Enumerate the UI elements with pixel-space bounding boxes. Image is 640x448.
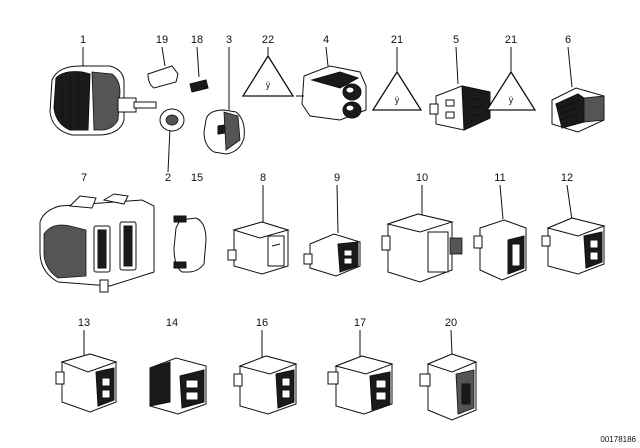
- part-6-switch: [551, 87, 605, 133]
- callout-15: 15: [191, 172, 203, 184]
- part-14-switch: [149, 357, 207, 415]
- callout-3: 3: [226, 34, 232, 46]
- callout-4: 4: [323, 34, 329, 46]
- callout-10: 10: [416, 172, 428, 184]
- svg-text:ÿ: ÿ: [266, 80, 271, 90]
- part-21b-hazard-symbol: ÿ: [485, 70, 537, 111]
- callout-18: 18: [191, 34, 203, 46]
- callout-22: 22: [262, 34, 274, 46]
- part-17-switch: [327, 355, 394, 415]
- callout-19: 19: [156, 34, 168, 46]
- part-2-nut: [159, 108, 185, 132]
- part-12-switch: [541, 217, 606, 275]
- part-1-rotary-switch: [49, 65, 157, 136]
- part-22-hazard-symbol: ÿ: [241, 54, 295, 97]
- callout-17: 17: [354, 317, 366, 329]
- part-8-switch: [227, 221, 290, 275]
- part-3-knob: [203, 109, 245, 155]
- part-15-cover: [173, 215, 207, 273]
- part-18-bulb-holder: [189, 79, 209, 93]
- callout-7: 7: [81, 172, 87, 184]
- callout-1: 1: [80, 34, 86, 46]
- callout-5: 5: [453, 34, 459, 46]
- part-13-switch: [55, 353, 118, 413]
- part-16-switch: [233, 355, 298, 415]
- leader-lines: [82, 46, 573, 358]
- part-20-switch: [419, 353, 478, 421]
- svg-text:ÿ: ÿ: [395, 95, 400, 105]
- callout-21a: 21: [391, 34, 403, 46]
- part-5-switch: [429, 85, 491, 131]
- callout-9: 9: [334, 172, 340, 184]
- callout-14: 14: [166, 317, 178, 329]
- part-4-hazard-switch: [296, 65, 367, 121]
- part-19-bulb: [147, 65, 179, 89]
- svg-text:ÿ: ÿ: [509, 95, 514, 105]
- callout-8: 8: [260, 172, 266, 184]
- part-10-switch: [381, 213, 463, 283]
- part-9-switch: [303, 233, 361, 277]
- callout-12: 12: [561, 172, 573, 184]
- callout-16: 16: [256, 317, 268, 329]
- callout-21b: 21: [505, 34, 517, 46]
- document-number: 00178186: [600, 435, 636, 444]
- part-11-switch: [473, 219, 527, 281]
- callout-13: 13: [78, 317, 90, 329]
- callout-2: 2: [165, 172, 171, 184]
- part-21a-hazard-symbol: ÿ: [371, 70, 423, 111]
- callout-11: 11: [494, 172, 505, 184]
- callout-20: 20: [445, 317, 457, 329]
- part-7-switch-panel: [39, 193, 155, 293]
- callout-6: 6: [565, 34, 571, 46]
